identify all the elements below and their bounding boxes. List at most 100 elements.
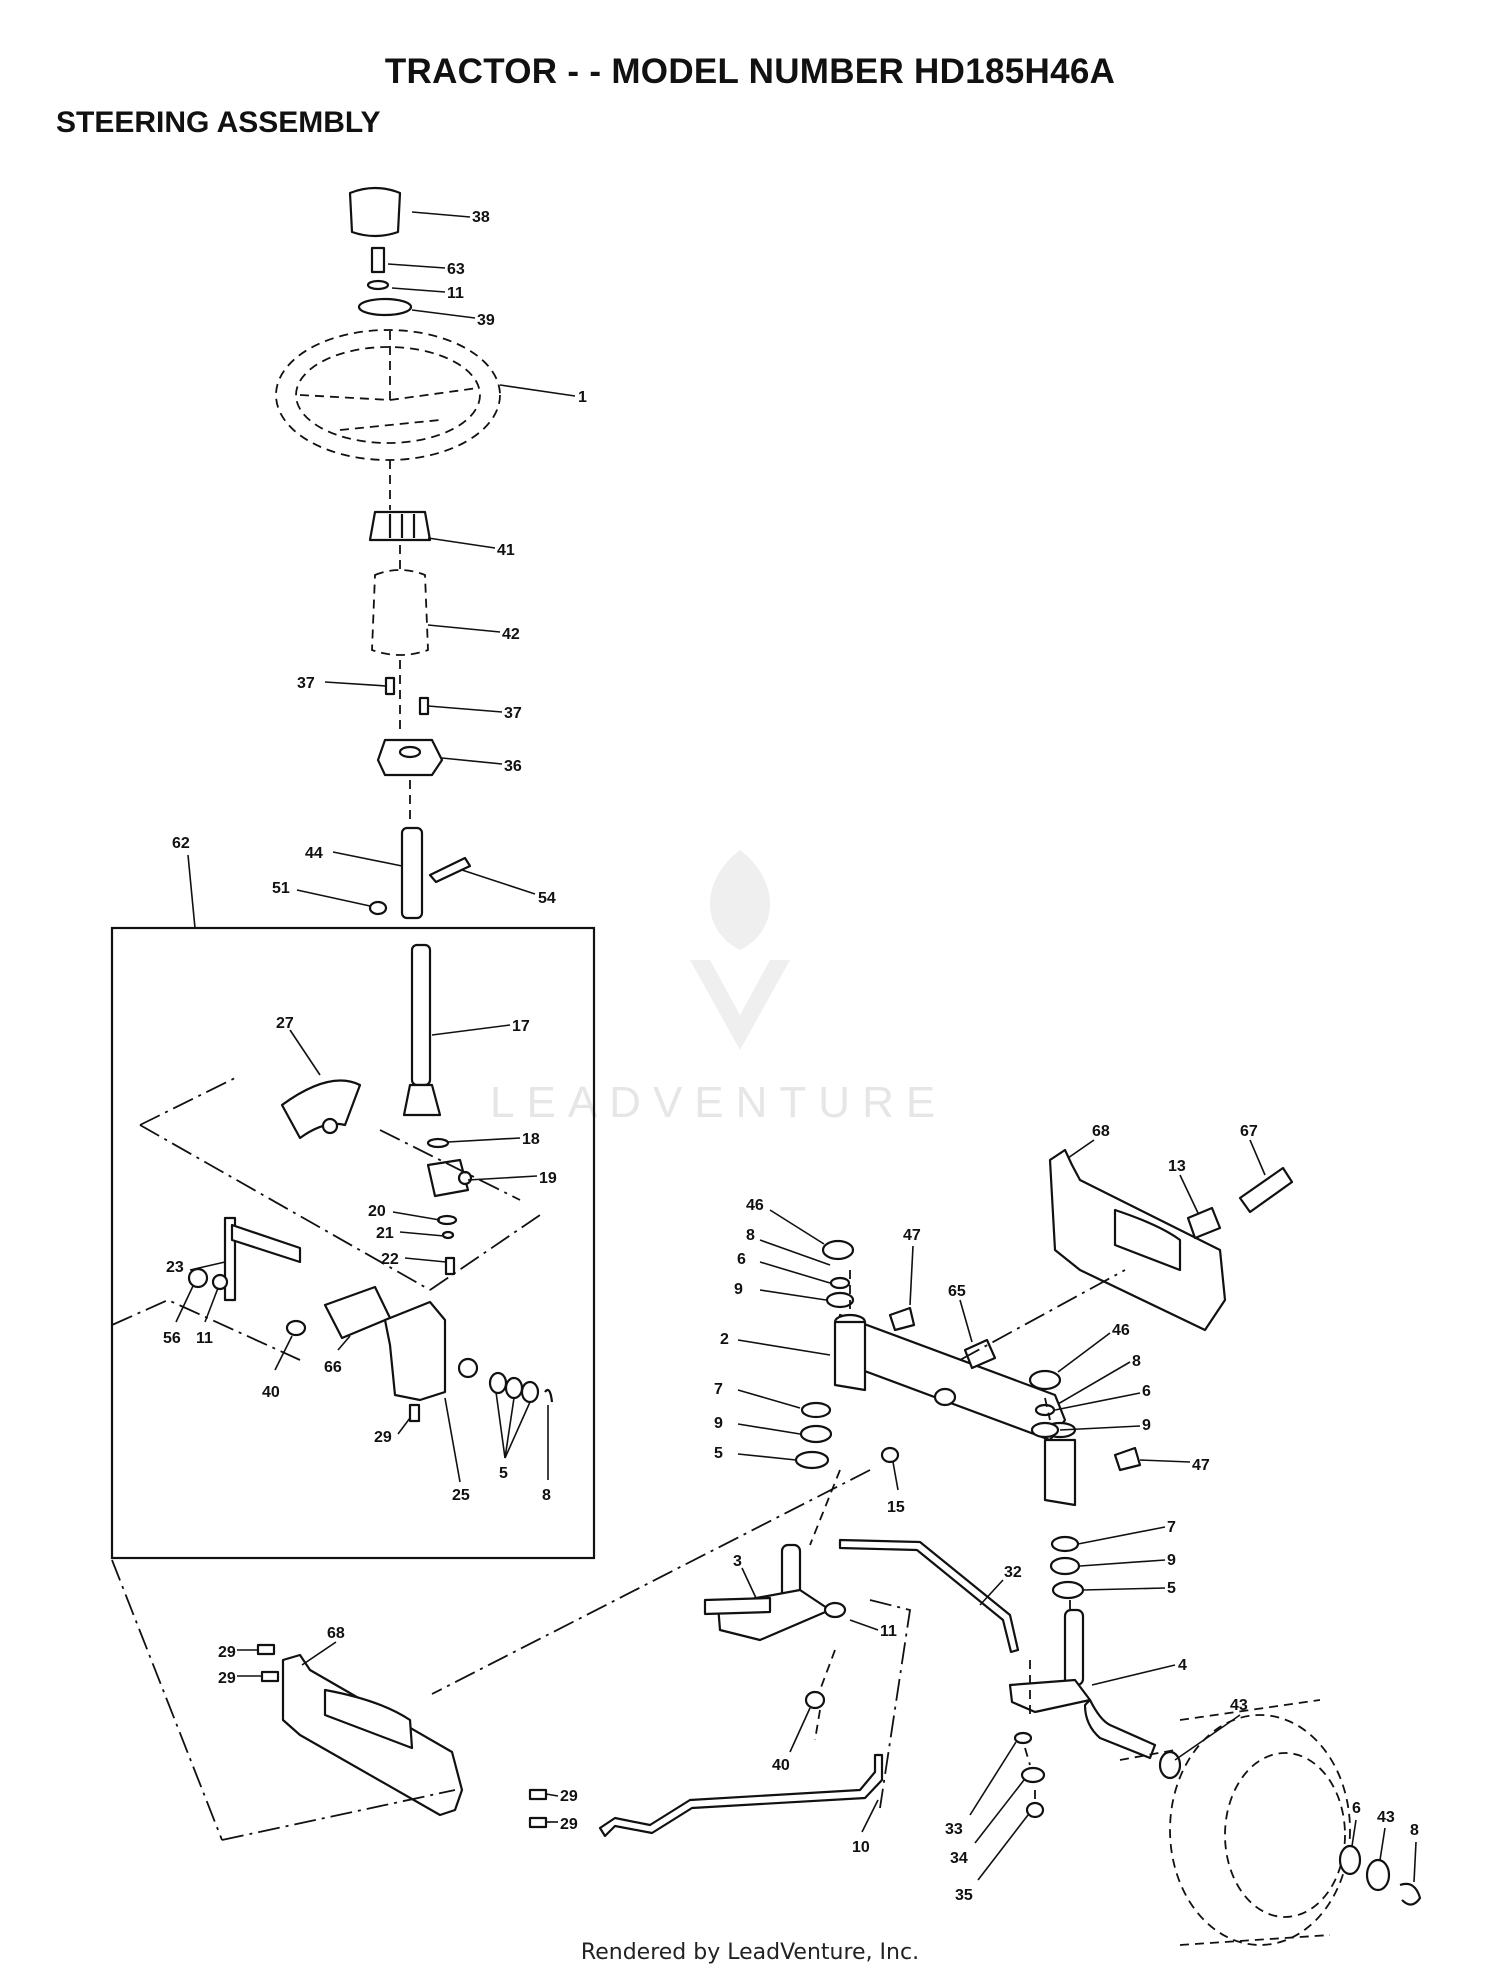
part-screw-left	[384, 676, 396, 696]
callout-47b: 47	[1192, 1457, 1210, 1474]
callout-51: 51	[272, 880, 290, 897]
part-bushing-65	[963, 1338, 997, 1370]
callout-17: 17	[512, 1018, 530, 1035]
part-nut-40b	[804, 1690, 826, 1710]
part-washer-34	[1020, 1766, 1046, 1784]
part-washer-7a	[800, 1401, 832, 1419]
callout-39: 39	[477, 312, 495, 329]
part-washer-56	[187, 1267, 209, 1289]
callout-65: 65	[948, 1283, 966, 1300]
callout-34: 34	[950, 1850, 968, 1867]
callout-35: 35	[955, 1887, 973, 1904]
callout-9a: 9	[734, 1281, 743, 1298]
part-screw-right	[418, 696, 430, 716]
part-shaft-nut	[368, 900, 388, 916]
callout-27: 27	[276, 1015, 294, 1032]
part-nut-35	[1025, 1801, 1045, 1819]
part-wheel-washer	[357, 297, 413, 317]
flame-logo-icon	[710, 850, 770, 950]
part-steering-wheel	[275, 329, 501, 461]
callout-44: 44	[305, 845, 323, 862]
part-bolt-29d	[528, 1788, 548, 1801]
part-washer-6b	[1034, 1403, 1056, 1417]
part-washer-9b	[799, 1424, 833, 1444]
part-bolt-29a	[408, 1403, 421, 1423]
part-screw-22	[444, 1256, 456, 1276]
part-axle-spacer	[1186, 1206, 1222, 1240]
part-washer-21	[441, 1230, 455, 1240]
axle-assembly	[111, 1148, 1422, 1946]
callout-6c: 6	[1352, 1800, 1361, 1817]
part-washer-11b	[823, 1601, 847, 1619]
part-grease-fitting-47b	[1113, 1446, 1142, 1472]
part-washer-18	[426, 1137, 450, 1149]
part-washer-33	[1013, 1731, 1033, 1745]
callout-21: 21	[376, 1225, 394, 1242]
callout-5e: 5	[1167, 1580, 1176, 1597]
part-bolt-29b	[256, 1643, 276, 1656]
callout-8a: 8	[542, 1487, 551, 1504]
part-callouts: 38 63 11 39 1 41 42 37 37 36 62 44 51 54…	[163, 209, 1419, 1904]
callout-19: 19	[539, 1170, 557, 1187]
callout-11b: 11	[880, 1623, 897, 1640]
callout-29c: 29	[218, 1670, 236, 1687]
part-washer-5c	[520, 1380, 540, 1404]
part-washer-9a	[825, 1291, 855, 1309]
callout-29d: 29	[560, 1788, 578, 1805]
part-upper-shaft	[400, 826, 424, 920]
part-washer-43b	[1365, 1858, 1391, 1892]
callout-37a: 37	[297, 675, 315, 692]
callout-13: 13	[1168, 1158, 1186, 1175]
callout-43a: 43	[1230, 1697, 1248, 1714]
callout-9c: 9	[1142, 1417, 1151, 1434]
part-cap	[348, 186, 402, 238]
upper-column	[275, 186, 501, 920]
callout-2: 2	[720, 1331, 729, 1348]
part-clip-8b	[1399, 1882, 1422, 1906]
callout-8b: 8	[746, 1227, 755, 1244]
callout-8d: 8	[1410, 1822, 1419, 1839]
part-bolt	[370, 246, 386, 274]
callout-6a: 6	[737, 1251, 746, 1268]
part-cap-46b	[1028, 1369, 1062, 1391]
callout-3: 3	[733, 1553, 742, 1570]
part-washer-5e	[1051, 1580, 1085, 1600]
callout-62: 62	[172, 835, 190, 852]
callout-46a: 46	[746, 1197, 764, 1214]
callout-18: 18	[522, 1131, 540, 1148]
page-title: TRACTOR - - MODEL NUMBER HD185H46A	[384, 52, 1116, 91]
callout-5d: 5	[714, 1445, 723, 1462]
callout-41: 41	[497, 542, 515, 559]
callout-9d: 9	[1167, 1552, 1176, 1569]
part-front-wheel	[1169, 1714, 1351, 1946]
callout-1: 1	[578, 389, 587, 406]
callout-47a: 47	[903, 1227, 921, 1244]
callout-4: 4	[1178, 1657, 1187, 1674]
part-washer-9c	[1030, 1421, 1060, 1439]
callout-38: 38	[472, 209, 490, 226]
callout-40a: 40	[262, 1384, 280, 1401]
part-grease-fitting-47a	[888, 1306, 916, 1332]
callout-37b: 37	[504, 705, 522, 722]
part-axle-bolt	[1238, 1166, 1294, 1214]
callout-7b: 7	[1167, 1519, 1176, 1536]
callout-7a: 7	[714, 1381, 723, 1398]
callout-11: 11	[447, 285, 464, 302]
part-steering-wheel-inner	[295, 346, 481, 444]
part-washer-11a	[211, 1273, 229, 1291]
steering-gear-group	[111, 943, 554, 1423]
part-gear-bracket	[383, 1300, 447, 1402]
callout-42: 42	[502, 626, 520, 643]
part-clip-8a	[544, 1388, 554, 1403]
callout-22: 22	[381, 1251, 399, 1268]
callout-9b: 9	[714, 1415, 723, 1432]
callout-20: 20	[368, 1203, 386, 1220]
part-column-boot	[371, 569, 429, 656]
leadventure-watermark: LEADVENTURE	[490, 850, 935, 1127]
part-nut-40a	[285, 1319, 307, 1337]
callout-56: 56	[163, 1330, 181, 1347]
part-spacer-66	[323, 1285, 392, 1340]
part-tie-rod	[598, 1753, 884, 1838]
part-washer-7b	[1050, 1535, 1080, 1553]
